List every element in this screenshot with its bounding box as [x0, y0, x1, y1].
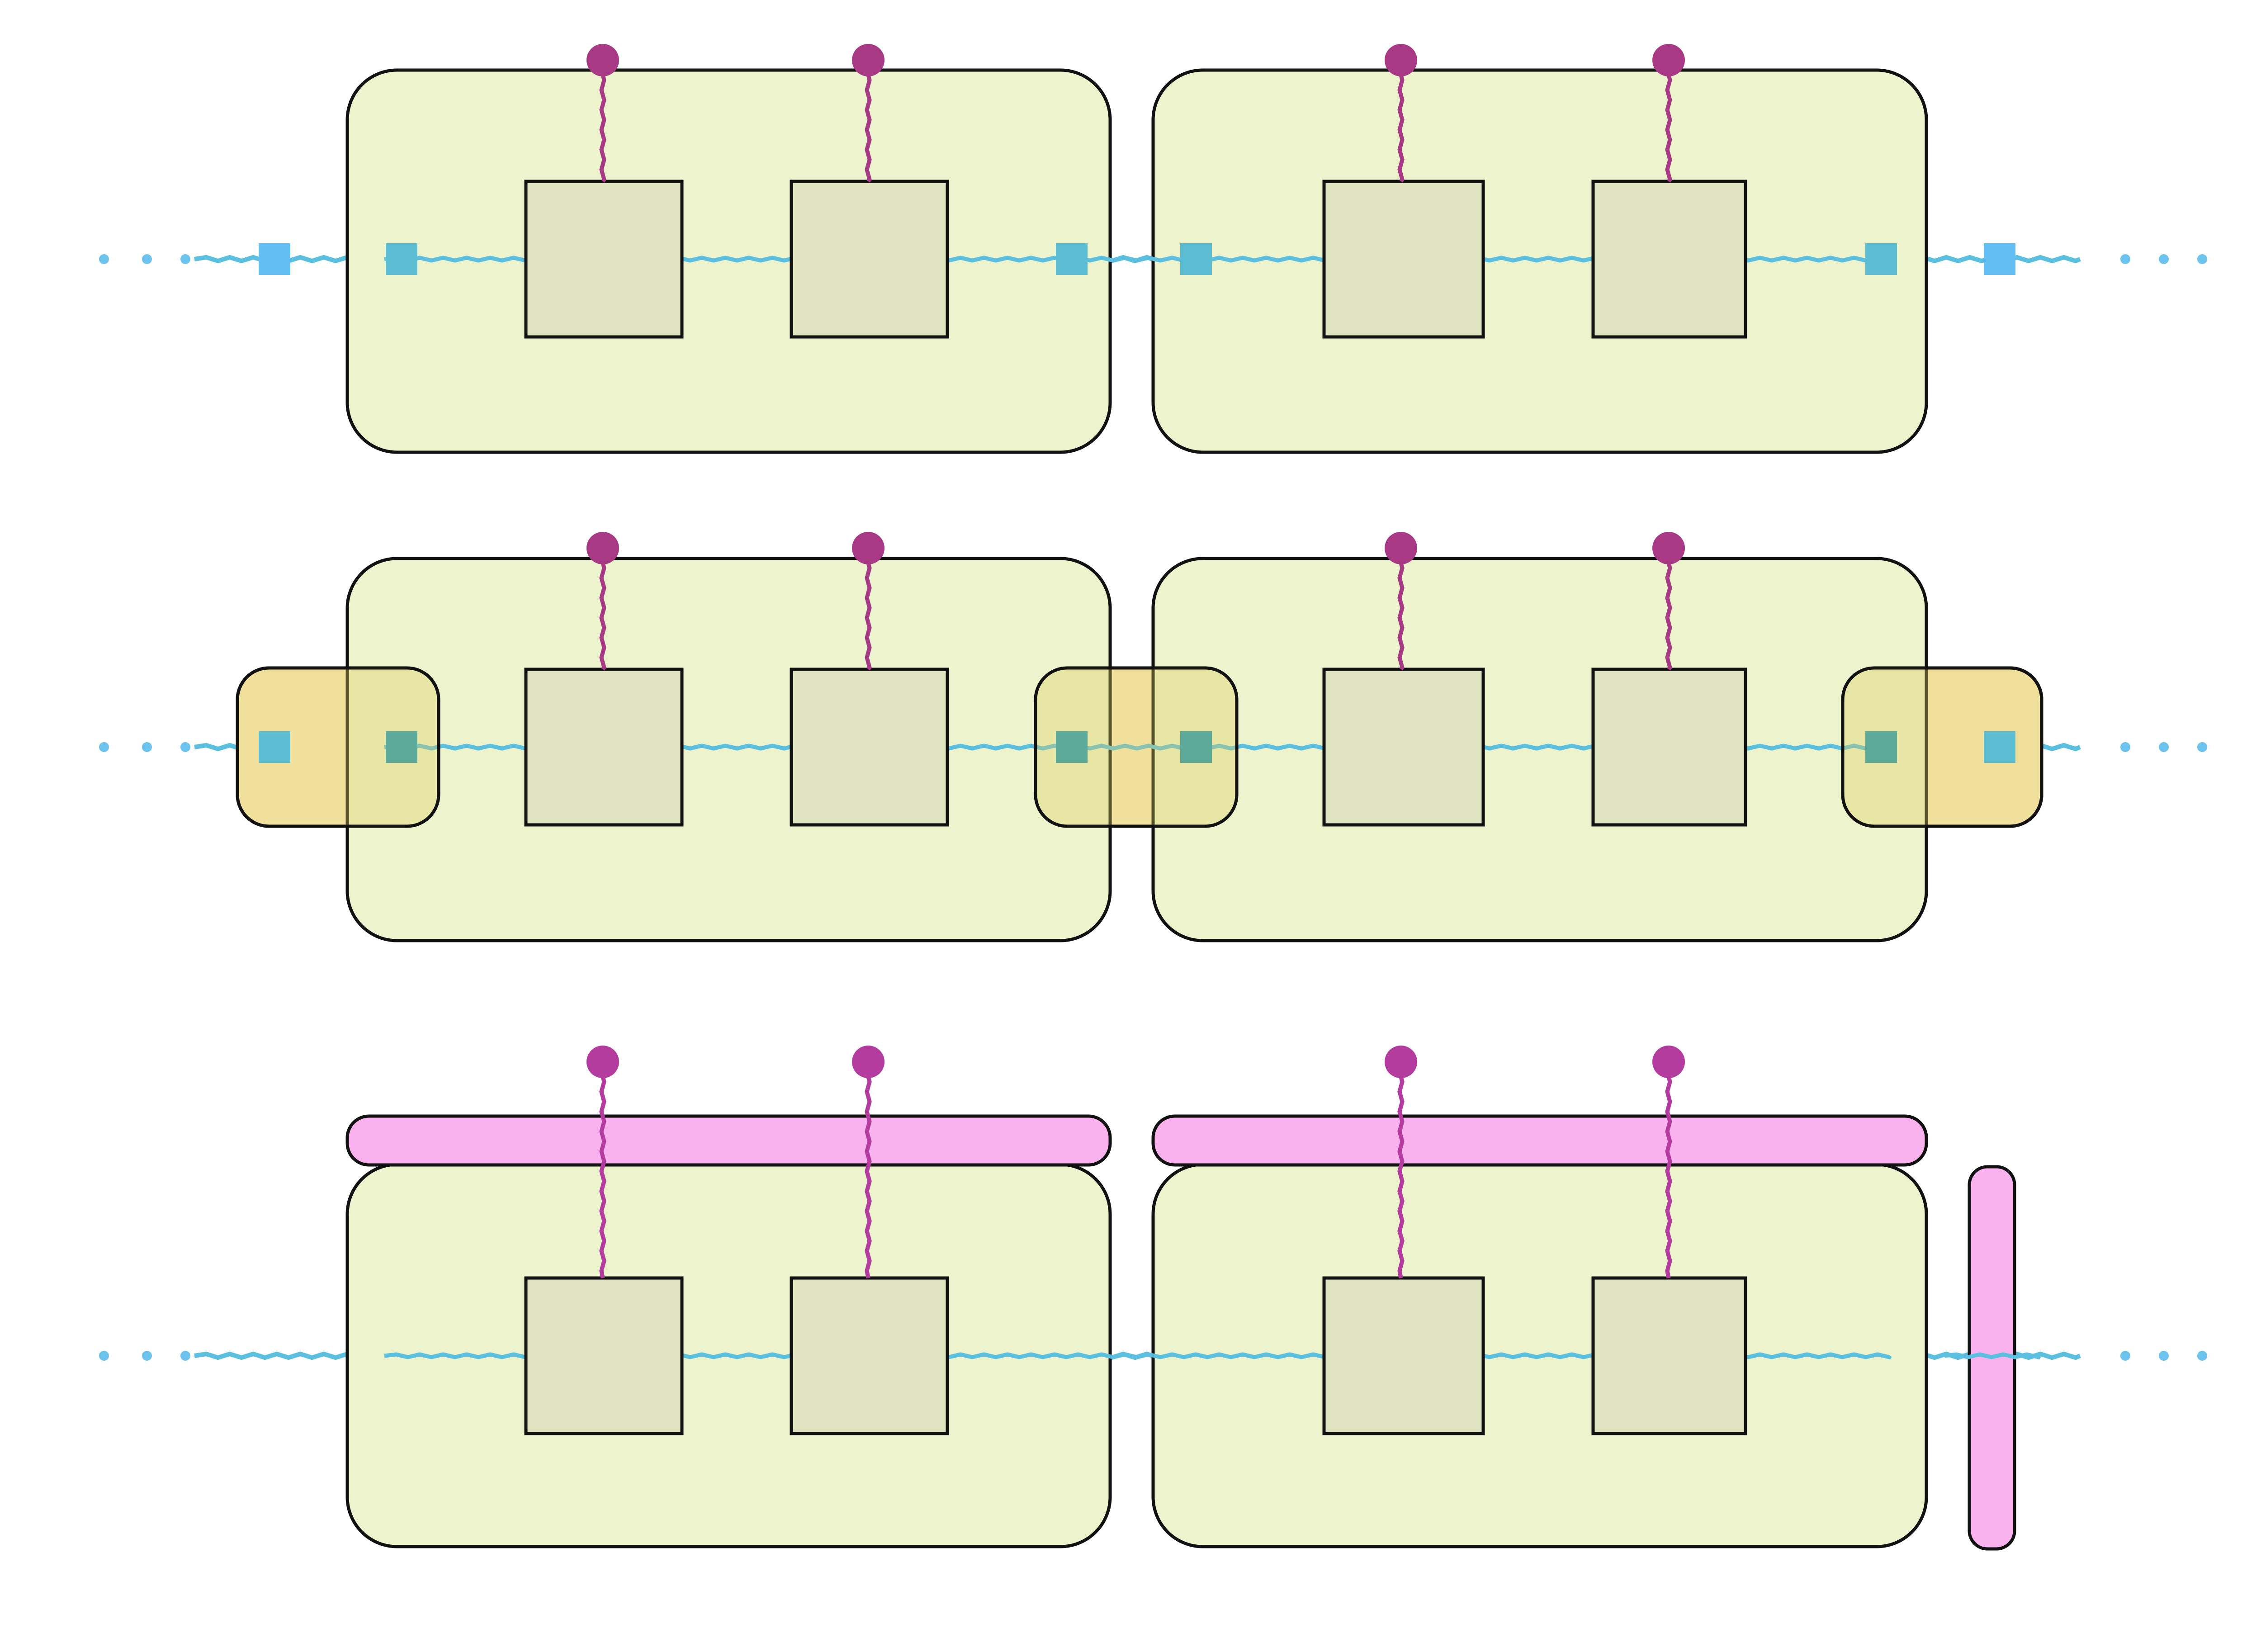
row-2-tensor-3	[1322, 667, 1485, 827]
ellipsis-dots	[99, 254, 2207, 1361]
row-2-ellipsis-left-dot-1	[99, 742, 109, 752]
row-2-connector-square-3	[1180, 731, 1212, 763]
overlap-region-1-top	[236, 666, 440, 828]
row-3-tensor-3	[1322, 1276, 1485, 1435]
row-1-tensor-1	[524, 180, 684, 339]
row-1-connector-square-3	[1180, 243, 1212, 275]
row-3-leg-over-bar-3	[1397, 1061, 1405, 1278]
row-2-outer-square-1	[259, 731, 290, 763]
overlap-region-3-top	[1841, 666, 2043, 828]
row-2-ellipsis-left-dot-3	[180, 742, 190, 752]
row-2-physical-leg-4	[1665, 548, 1672, 671]
row-2-connector-square-4	[1865, 731, 1897, 763]
row-1-tensor-4	[1591, 180, 1747, 339]
row-3-ellipsis-left-dot-3	[180, 1351, 190, 1361]
row-1-ellipsis-right-dot-1	[2120, 254, 2130, 264]
row-1-physical-leg-3	[1397, 60, 1405, 183]
row-2-outer-square-2	[1984, 731, 2015, 763]
row-3-ellipsis-right-dot-2	[2159, 1351, 2169, 1361]
row-1-tensor-3	[1322, 180, 1485, 339]
row-1-ellipsis-left-dot-2	[142, 254, 152, 264]
row-1-physical-leg-1-end	[587, 44, 619, 76]
row-1-physical-leg-2-end	[852, 44, 885, 76]
row-1-ellipsis-left-dot-1	[99, 254, 109, 264]
row-3-tensor-1	[524, 1276, 684, 1435]
row-3-ellipsis-right-dot-3	[2197, 1351, 2207, 1361]
row-1-ellipsis-left-dot-3	[180, 254, 190, 264]
row-1-physical-leg-1	[599, 60, 606, 183]
row-2-tensor-1	[524, 667, 684, 827]
row-1-connector-square-1	[386, 243, 417, 275]
row-2-connector-square-1	[386, 731, 417, 763]
row-2-physical-leg-3-end	[1385, 532, 1417, 564]
row-3-leg-over-bar-2	[865, 1061, 872, 1278]
row-3-tensor-4	[1591, 1276, 1747, 1435]
row-3-bond-over-vertical-bar	[1944, 1352, 2041, 1360]
row-1-physical-leg-3-end	[1385, 44, 1417, 76]
row-1-ellipsis-right-dot-2	[2159, 254, 2169, 264]
projector-bar-horizontal-2	[1151, 1114, 1928, 1167]
row-2-physical-leg-1	[599, 548, 606, 671]
row-2-physical-leg-2	[865, 548, 872, 671]
row-1-connector-square-4	[1865, 243, 1897, 275]
row-2-physical-leg-1-end	[587, 532, 619, 564]
row-2-physical-leg-2-end	[852, 532, 885, 564]
row-2-tensor-2	[790, 667, 949, 827]
row-1-outer-square-2	[1984, 243, 2015, 275]
row-1-connector-square-2	[1056, 243, 1088, 275]
row-2-ellipsis-left-dot-2	[142, 742, 152, 752]
row-1-tensor-2	[790, 180, 949, 339]
overlap-region-2-top	[1034, 666, 1239, 828]
row-3-leg-over-bar-4	[1665, 1061, 1672, 1278]
connector-squares	[259, 243, 2015, 763]
row-2-physical-leg-3	[1397, 548, 1405, 671]
row-3-ellipsis-left-dot-1	[99, 1351, 109, 1361]
projector-bars	[345, 1061, 2041, 1551]
row-3-ellipsis-right-dot-1	[2120, 1351, 2130, 1361]
row-1-physical-leg-4-end	[1652, 44, 1685, 76]
row-3-tensor-2	[790, 1276, 949, 1435]
row-2-ellipsis-right-dot-3	[2197, 742, 2207, 752]
row-2-ellipsis-right-dot-2	[2159, 742, 2169, 752]
row-1-outer-square-1	[259, 243, 290, 275]
row-2-ellipsis-right-dot-1	[2120, 742, 2130, 752]
row-1-ellipsis-right-dot-3	[2197, 254, 2207, 264]
overlap-regions-top	[236, 666, 2043, 828]
row-2-tensor-4	[1591, 667, 1747, 827]
row-3-ellipsis-left-dot-2	[142, 1351, 152, 1361]
row-3-leg-over-bar-1	[599, 1061, 606, 1278]
row-1-physical-leg-4	[1665, 60, 1672, 183]
row-2-connector-square-2	[1056, 731, 1088, 763]
row-1-physical-leg-2	[865, 60, 872, 183]
projector-bar-horizontal-1	[345, 1114, 1112, 1167]
row-2-physical-leg-4-end	[1652, 532, 1685, 564]
tensors	[524, 180, 1747, 1435]
